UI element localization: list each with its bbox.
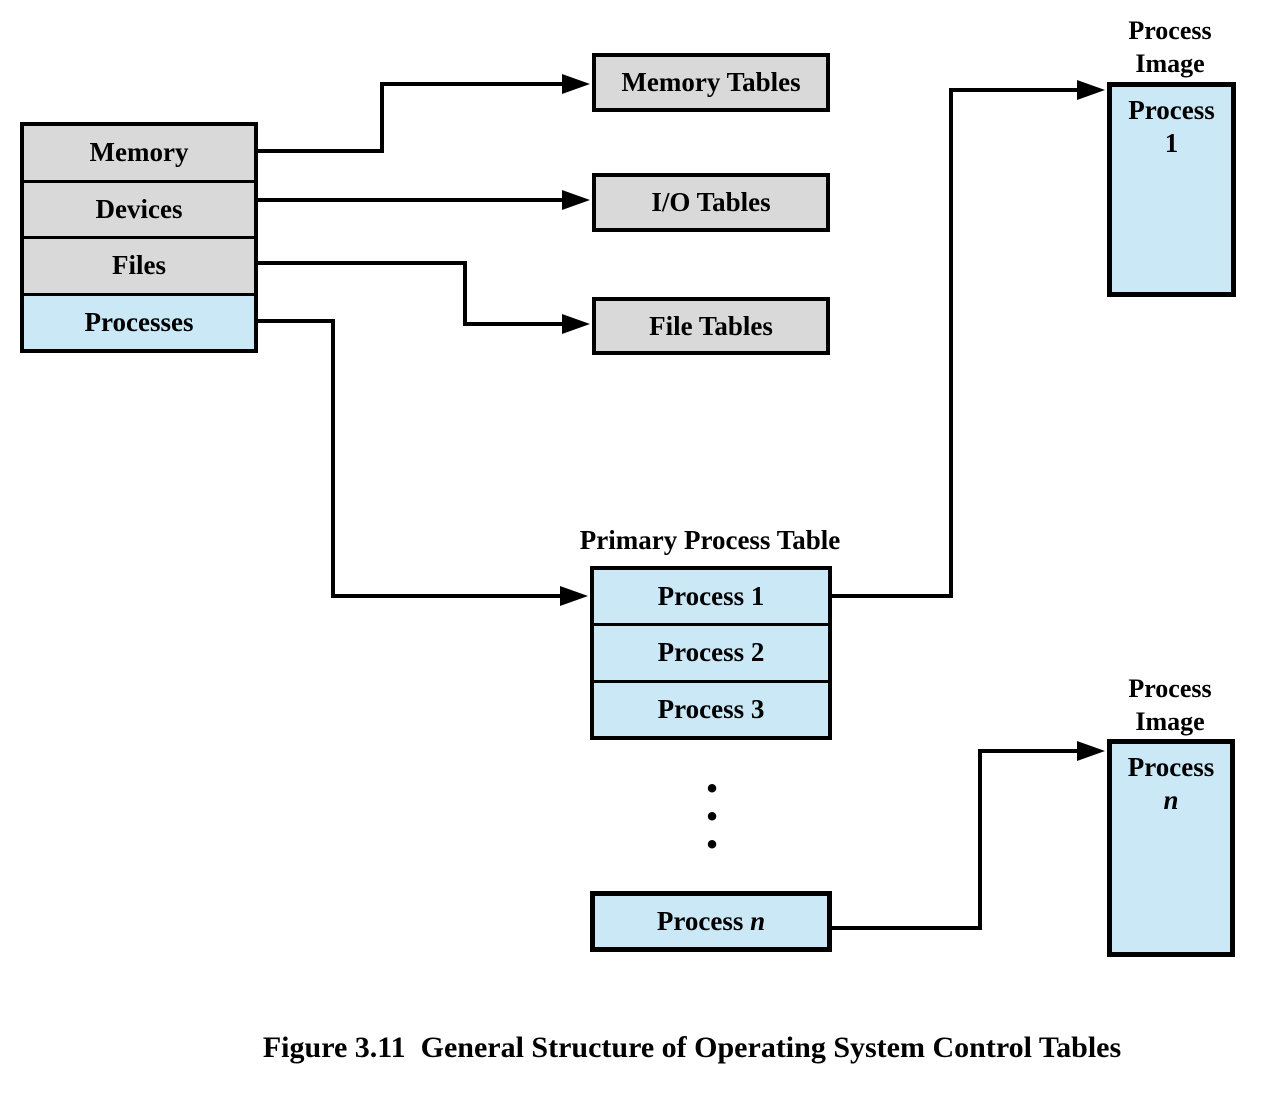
process-image-n-title: Process Image xyxy=(1128,674,1212,736)
row-devices-label: Devices xyxy=(95,193,183,224)
primary-row-process-2-label: Process 2 xyxy=(657,637,765,668)
primary-row-process-1-label: Process 1 xyxy=(657,581,765,612)
primary-row-process-2: Process 2 xyxy=(594,623,828,680)
process-n-var: n xyxy=(750,906,766,936)
primary-row-process-3-label: Process 3 xyxy=(657,693,765,724)
primary-process-table-title: Primary Process Table xyxy=(579,525,841,555)
arrow-processn-to-process-image-n xyxy=(832,741,1105,930)
memory-tables-label: Memory Tables xyxy=(621,67,801,97)
row-memory-label: Memory xyxy=(89,137,189,168)
os-control-tables-stack: Memory Devices Files Processes xyxy=(20,122,258,353)
file-tables-box: File Tables xyxy=(592,297,830,355)
process-image-n-box: Process n xyxy=(1107,739,1235,957)
io-tables-label: I/O Tables xyxy=(651,187,771,217)
file-tables-label: File Tables xyxy=(649,310,773,341)
arrow-devices-to-io-tables xyxy=(258,190,590,210)
process-image-1-title: Process Image xyxy=(1128,16,1212,78)
process-image-1-box: Process 1 xyxy=(1107,82,1236,297)
primary-row-process-n-label: Process n xyxy=(657,906,765,937)
process-n-prefix: Process xyxy=(656,906,751,936)
process-image-n-line2: n xyxy=(1163,785,1179,815)
row-processes: Processes xyxy=(24,292,254,349)
primary-process-table: Process 1 Process 2 Process 3 xyxy=(590,566,832,740)
row-devices: Devices xyxy=(24,179,254,236)
arrow-memory-to-memory-tables xyxy=(258,74,590,153)
row-files-label: Files xyxy=(112,250,166,281)
memory-tables-box: Memory Tables xyxy=(592,53,830,112)
process-image-1-line1: Process xyxy=(1128,95,1215,125)
arrow-process1-to-process-image-1 xyxy=(832,80,1105,598)
row-files: Files xyxy=(24,236,254,293)
primary-row-process-n: Process n xyxy=(590,891,832,952)
arrow-processes-to-primary-table xyxy=(258,319,588,606)
row-memory: Memory xyxy=(24,126,254,180)
figure-caption: Figure 3.11 General Structure of Operati… xyxy=(262,1031,1122,1064)
process-image-1-line2: 1 xyxy=(1164,128,1179,158)
row-processes-label: Processes xyxy=(84,306,194,337)
process-image-n-line1: Process xyxy=(1127,752,1215,782)
primary-row-process-1: Process 1 xyxy=(594,570,828,624)
vertical-ellipsis: • • • xyxy=(704,775,720,859)
primary-row-process-3: Process 3 xyxy=(594,679,828,736)
arrow-files-to-file-tables xyxy=(258,261,590,334)
io-tables-box: I/O Tables xyxy=(592,173,830,232)
